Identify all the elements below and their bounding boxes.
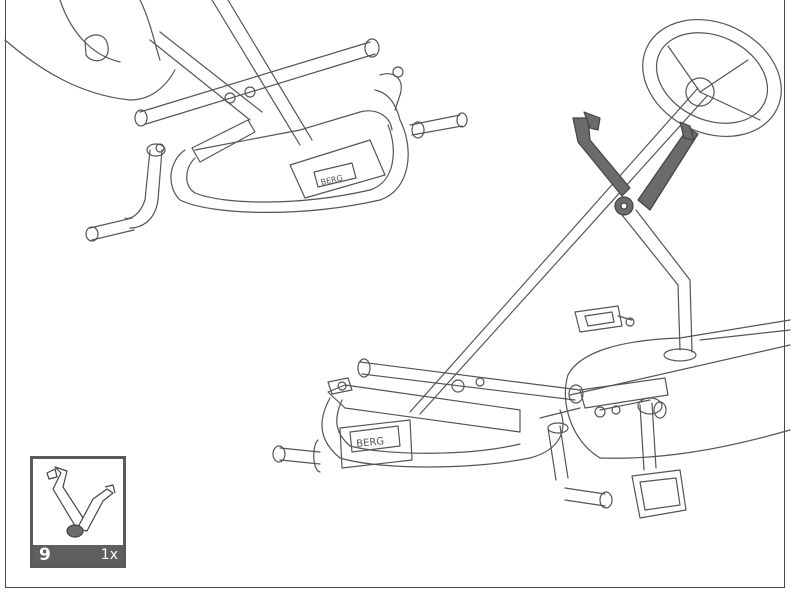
steering-bracket-part xyxy=(572,111,699,216)
pedal-lower xyxy=(631,469,687,519)
berg-logo-top: BERG xyxy=(313,162,357,188)
steering-bracket-icon xyxy=(46,466,116,538)
berg-logo-main: BERG xyxy=(349,425,401,453)
steering-wheel xyxy=(642,18,782,138)
main-view-kart: BERG xyxy=(272,18,791,519)
detail-view-front-axle: BERG xyxy=(4,0,468,242)
svg-text:BERG: BERG xyxy=(356,436,385,450)
page-frame xyxy=(5,0,785,588)
svg-text:BERG: BERG xyxy=(320,174,344,187)
part-footer: 9 1x xyxy=(33,545,123,565)
part-quantity: 1x xyxy=(100,547,118,563)
step-number: 9 xyxy=(39,545,51,565)
part-callout: 9 1x xyxy=(30,456,126,568)
pedal-upper xyxy=(574,305,635,333)
steering-column xyxy=(409,87,699,413)
